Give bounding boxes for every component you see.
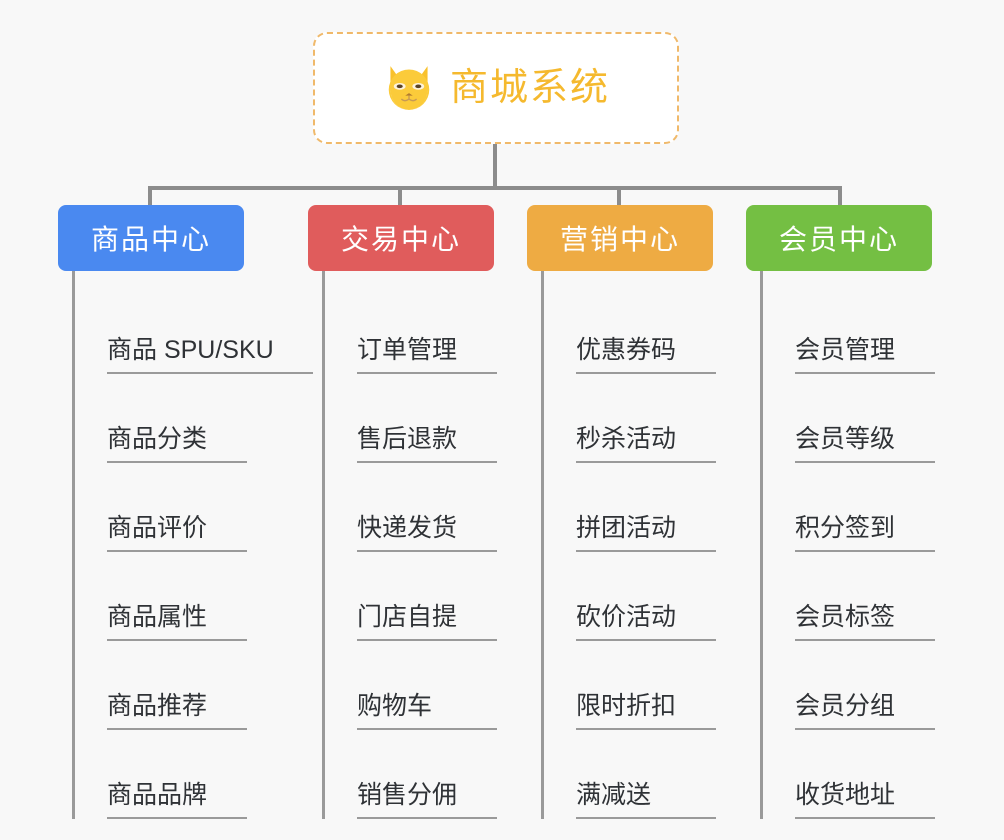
leaf-label: 门店自提 [357, 597, 497, 641]
leaf-label: 商品 SPU/SKU [107, 330, 313, 374]
list-item[interactable]: 购物车 [325, 641, 528, 730]
list-item[interactable]: 快递发货 [325, 463, 528, 552]
category-header-1[interactable]: 商品中心 [58, 205, 244, 271]
list-item[interactable]: 商品推荐 [75, 641, 278, 730]
leaf-label: 会员管理 [795, 330, 935, 374]
category-header-3[interactable]: 营销中心 [527, 205, 713, 271]
list-item[interactable]: 商品分类 [75, 374, 278, 463]
list-item[interactable]: 会员等级 [763, 374, 966, 463]
leaf-label: 商品属性 [107, 597, 247, 641]
leaf-label: 商品分类 [107, 419, 247, 463]
branch-items-2: 订单管理 售后退款 快递发货 门店自提 购物车 销售分佣 [322, 271, 528, 819]
root-node[interactable]: 商城系统 [313, 32, 679, 144]
list-item[interactable]: 商品品牌 [75, 730, 278, 819]
branch-items-1: 商品 SPU/SKU 商品分类 商品评价 商品属性 商品推荐 商品品牌 [72, 271, 313, 819]
list-item[interactable]: 会员标签 [763, 552, 966, 641]
leaf-label: 收货地址 [795, 775, 935, 819]
list-item[interactable]: 砍价活动 [544, 552, 747, 641]
connector-drop-1 [148, 186, 152, 208]
leaf-label: 满减送 [576, 775, 716, 819]
leaf-label: 会员分组 [795, 686, 935, 730]
branch-column-2: 交易中心 订单管理 售后退款 快递发货 门店自提 购物车 销售分佣 [308, 205, 528, 819]
category-header-3-label: 营销中心 [559, 224, 680, 255]
leaf-label: 会员标签 [795, 597, 935, 641]
leaf-label: 订单管理 [357, 330, 497, 374]
list-item[interactable]: 收货地址 [763, 730, 966, 819]
list-item[interactable]: 秒杀活动 [544, 374, 747, 463]
leaf-label: 购物车 [357, 686, 497, 730]
connector-drop-3 [617, 186, 621, 208]
leaf-label: 秒杀活动 [576, 419, 716, 463]
category-header-4-label: 会员中心 [778, 224, 899, 255]
leaf-label: 拼团活动 [576, 508, 716, 552]
category-header-2[interactable]: 交易中心 [308, 205, 494, 271]
leaf-label: 优惠券码 [576, 330, 716, 374]
leaf-label: 快递发货 [357, 508, 497, 552]
list-item[interactable]: 会员分组 [763, 641, 966, 730]
list-item[interactable]: 满减送 [544, 730, 747, 819]
leaf-label: 会员等级 [795, 419, 935, 463]
branch-items-4: 会员管理 会员等级 积分签到 会员标签 会员分组 收货地址 [760, 271, 966, 819]
category-header-1-label: 商品中心 [90, 224, 211, 255]
connector-root-stem [493, 144, 497, 189]
leaf-label: 销售分佣 [357, 775, 497, 819]
leaf-label: 限时折扣 [576, 686, 716, 730]
list-item[interactable]: 会员管理 [763, 285, 966, 374]
connector-horizontal-bus [148, 186, 842, 190]
list-item[interactable]: 商品评价 [75, 463, 278, 552]
category-header-2-label: 交易中心 [340, 224, 461, 255]
list-item[interactable]: 销售分佣 [325, 730, 528, 819]
category-header-4[interactable]: 会员中心 [746, 205, 932, 271]
leaf-label: 商品评价 [107, 508, 247, 552]
list-item[interactable]: 售后退款 [325, 374, 528, 463]
list-item[interactable]: 限时折扣 [544, 641, 747, 730]
shiba-dog-icon [388, 66, 430, 112]
connector-drop-4 [838, 186, 842, 208]
list-item[interactable]: 优惠券码 [544, 285, 747, 374]
list-item[interactable]: 门店自提 [325, 552, 528, 641]
list-item[interactable]: 积分签到 [763, 463, 966, 552]
leaf-label: 砍价活动 [576, 597, 716, 641]
list-item[interactable]: 商品属性 [75, 552, 278, 641]
branch-column-1: 商品中心 商品 SPU/SKU 商品分类 商品评价 商品属性 商品推荐 商品品牌 [58, 205, 313, 819]
list-item[interactable]: 订单管理 [325, 285, 528, 374]
leaf-label: 售后退款 [357, 419, 497, 463]
leaf-label: 商品品牌 [107, 775, 247, 819]
leaf-label: 商品推荐 [107, 686, 247, 730]
root-title: 商城系统 [449, 67, 610, 109]
branch-items-3: 优惠券码 秒杀活动 拼团活动 砍价活动 限时折扣 满减送 [541, 271, 747, 819]
list-item[interactable]: 商品 SPU/SKU [75, 285, 313, 374]
connector-drop-2 [398, 186, 402, 208]
branch-column-4: 会员中心 会员管理 会员等级 积分签到 会员标签 会员分组 收货地址 [746, 205, 966, 819]
leaf-label: 积分签到 [795, 508, 935, 552]
branch-column-3: 营销中心 优惠券码 秒杀活动 拼团活动 砍价活动 限时折扣 满减送 [527, 205, 747, 819]
list-item[interactable]: 拼团活动 [544, 463, 747, 552]
